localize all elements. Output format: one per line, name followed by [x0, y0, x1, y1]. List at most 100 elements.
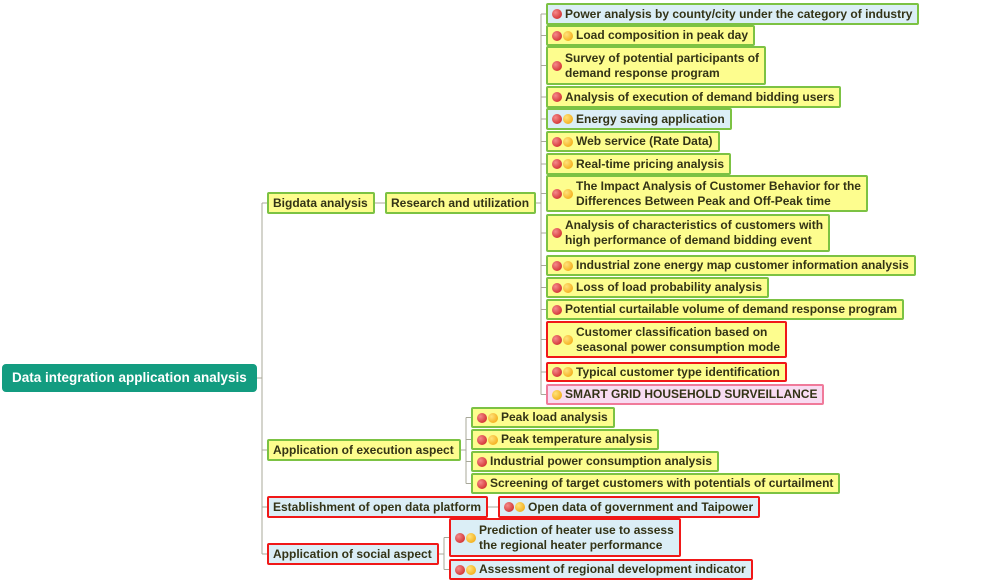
priority-icon: [552, 188, 562, 199]
branch-label: Application of execution aspect: [273, 442, 454, 457]
connector-line: [257, 202, 267, 555]
leaf-node[interactable]: Assessment of regional development indic…: [449, 559, 753, 580]
leaf-label: Load composition in peak day: [576, 28, 749, 42]
marker-icons: [552, 367, 573, 377]
connector-line: [439, 537, 449, 570]
priority-icon: [477, 456, 487, 467]
leaf-node[interactable]: Real-time pricing analysis: [546, 153, 732, 175]
leaf-label: Power analysis by county/city under the …: [565, 6, 913, 21]
leaf-node[interactable]: Loss of load probability analysis: [546, 277, 770, 298]
priority-icon: [552, 30, 562, 41]
marker-icons: [552, 282, 573, 293]
priority-icon: [552, 282, 562, 293]
branch-social[interactable]: Application of social aspect: [267, 543, 439, 565]
marker-icons: [477, 412, 498, 423]
smiley-icon: [466, 532, 476, 543]
smiley-icon: [563, 136, 573, 147]
leaf-node[interactable]: Open data of government and Taipower: [498, 496, 761, 518]
marker-icons: [455, 532, 476, 543]
marker-icons: [552, 304, 562, 315]
smiley-icon: [515, 502, 525, 512]
leaf-label: Industrial zone energy map customer info…: [576, 258, 909, 272]
leaf-label: Real-time pricing analysis: [576, 156, 725, 171]
smiley-icon: [563, 334, 573, 345]
marker-icons: [552, 114, 573, 124]
marker-icons: [552, 9, 562, 19]
marker-icons: [552, 260, 573, 271]
leaf-label: Energy saving application: [576, 111, 725, 126]
priority-icon: [552, 159, 562, 169]
leaf-label: Analysis of execution of demand bidding …: [565, 89, 835, 104]
priority-icon: [552, 228, 562, 238]
smiley-icon: [466, 564, 476, 575]
leaf-node[interactable]: Analysis of execution of demand bidding …: [546, 86, 842, 108]
priority-icon: [552, 9, 562, 19]
leaf-label: Prediction of heater use to assess the r…: [479, 522, 674, 552]
smiley-icon: [563, 367, 573, 377]
leaf-node[interactable]: Survey of potential participants of dema…: [546, 46, 767, 85]
smiley-icon: [552, 389, 562, 400]
branch-research[interactable]: Research and utilization: [385, 192, 537, 214]
leaf-node[interactable]: Web service (Rate Data): [546, 131, 720, 152]
leaf-label: Assessment of regional development indic…: [479, 562, 746, 576]
priority-icon: [552, 92, 562, 102]
branch-open-data[interactable]: Establishment of open data platform: [267, 496, 489, 518]
priority-icon: [477, 434, 487, 445]
leaf-label: Typical customer type identification: [576, 364, 780, 379]
leaf-label: Potential curtailable volume of demand r…: [565, 302, 898, 316]
leaf-node[interactable]: SMART GRID HOUSEHOLD SURVEILLANCE: [546, 384, 825, 405]
leaf-node[interactable]: Customer classification based on seasona…: [546, 321, 788, 358]
marker-icons: [552, 334, 573, 345]
priority-icon: [552, 334, 562, 345]
smiley-icon: [563, 260, 573, 271]
leaf-node[interactable]: Peak load analysis: [471, 407, 615, 428]
marker-icons: [504, 502, 525, 512]
branch-bigdata[interactable]: Bigdata analysis: [267, 192, 375, 214]
leaf-node[interactable]: Industrial zone energy map customer info…: [546, 255, 916, 276]
leaf-label: Survey of potential participants of dema…: [565, 50, 760, 80]
leaf-node[interactable]: Power analysis by county/city under the …: [546, 3, 920, 25]
leaf-label: Peak load analysis: [501, 410, 608, 424]
leaf-label: Customer classification based on seasona…: [576, 324, 781, 354]
leaf-node[interactable]: Industrial power consumption analysis: [471, 451, 720, 472]
priority-icon: [552, 60, 562, 71]
branch-execution[interactable]: Application of execution aspect: [267, 439, 461, 461]
leaf-label: Industrial power consumption analysis: [490, 454, 713, 468]
leaf-node[interactable]: Typical customer type identification: [546, 362, 787, 382]
branch-label: Research and utilization: [391, 195, 530, 210]
priority-icon: [455, 532, 465, 543]
branch-label: Establishment of open data platform: [273, 499, 482, 514]
priority-icon: [552, 367, 562, 377]
leaf-node[interactable]: The Impact Analysis of Customer Behavior…: [546, 175, 868, 212]
leaf-node[interactable]: Peak temperature analysis: [471, 429, 660, 450]
smiley-icon: [563, 188, 573, 199]
smiley-icon: [563, 30, 573, 41]
branch-label: Application of social aspect: [273, 546, 432, 561]
marker-icons: [552, 159, 573, 169]
priority-icon: [552, 260, 562, 271]
priority-icon: [504, 502, 514, 512]
priority-icon: [552, 136, 562, 147]
marker-icons: [552, 389, 562, 400]
root-node[interactable]: Data integration application analysis: [2, 364, 257, 392]
leaf-node[interactable]: Prediction of heater use to assess the r…: [449, 518, 681, 557]
smiley-icon: [488, 412, 498, 423]
leaf-node[interactable]: Load composition in peak day: [546, 25, 756, 46]
smiley-icon: [563, 159, 573, 169]
smiley-icon: [563, 282, 573, 293]
leaf-label: Open data of government and Taipower: [528, 499, 754, 514]
leaf-label: The Impact Analysis of Customer Behavior…: [576, 178, 861, 208]
marker-icons: [552, 30, 573, 41]
leaf-node[interactable]: Potential curtailable volume of demand r…: [546, 299, 905, 320]
branch-label: Bigdata analysis: [273, 195, 368, 210]
priority-icon: [477, 412, 487, 423]
leaf-node[interactable]: Energy saving application: [546, 108, 732, 130]
leaf-node[interactable]: Screening of target customers with poten…: [471, 473, 841, 494]
marker-icons: [455, 564, 476, 575]
marker-icons: [477, 434, 498, 445]
leaf-node[interactable]: Analysis of characteristics of customers…: [546, 214, 831, 252]
priority-icon: [552, 304, 562, 315]
leaf-label: Screening of target customers with poten…: [490, 476, 834, 490]
